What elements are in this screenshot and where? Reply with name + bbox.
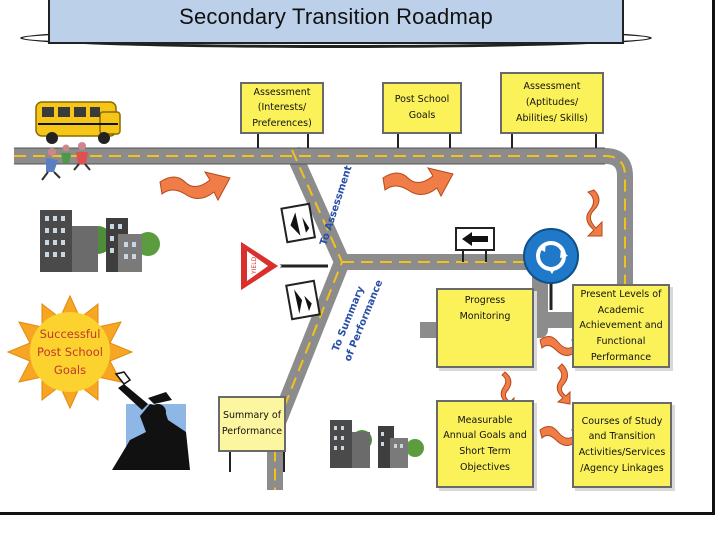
direction-sign-lower-icon bbox=[285, 279, 321, 321]
flow-arrow-1-icon bbox=[159, 171, 231, 202]
sign-line: Annual Goals and bbox=[443, 430, 527, 442]
sign-line: Present Levels of bbox=[580, 288, 662, 300]
buildings-bottom-icon bbox=[330, 420, 424, 468]
sign-progress-monitoring: Progress Monitoring bbox=[436, 288, 534, 368]
graduate-silhouette-icon bbox=[112, 371, 190, 470]
sun-icon bbox=[6, 294, 134, 410]
yield-sign-icon bbox=[239, 238, 328, 294]
roundabout-sign-icon bbox=[523, 228, 579, 310]
yield-label: YIELD bbox=[251, 256, 258, 275]
left-arrow-sign-icon bbox=[455, 227, 495, 262]
sign-line: Summary of bbox=[222, 410, 282, 422]
sign-line: Assessment bbox=[523, 81, 581, 93]
sign-present-levels: Present Levels of Academic Achievement a… bbox=[572, 284, 670, 368]
sign-assessment-interests: Assessment (Interests/ Preferences) bbox=[240, 82, 324, 134]
sign-line: Assessment bbox=[253, 86, 311, 98]
flow-arrow-7-icon bbox=[556, 363, 571, 405]
sign-line: Activities/Services bbox=[578, 447, 666, 458]
sign-line: Objectives bbox=[460, 461, 510, 473]
sign-line: Preferences) bbox=[252, 117, 312, 129]
sun-text-line-1: Successful bbox=[40, 327, 101, 341]
sign-line: Abilities/ Skills) bbox=[516, 112, 588, 124]
sign-line: Courses of Study bbox=[581, 415, 663, 427]
sign-line: (Aptitudes/ bbox=[525, 97, 579, 109]
sign-line: Post School bbox=[394, 94, 450, 106]
sign-line: Progress bbox=[464, 295, 506, 306]
sign-line: Short Term bbox=[459, 446, 511, 457]
sign-line: Performance bbox=[590, 351, 652, 363]
sign-summary-of-performance: Summary of Performance bbox=[218, 396, 286, 452]
sign-line: Goals bbox=[408, 110, 436, 121]
kids-running-icon bbox=[41, 142, 91, 181]
sign-line: Performance bbox=[221, 426, 283, 437]
sign-line: Achievement and bbox=[579, 320, 663, 332]
sign-line: Functional bbox=[596, 335, 646, 347]
sign-line: /Agency Linkages bbox=[580, 462, 664, 474]
sign-post-school-goals: Post School Goals bbox=[382, 82, 462, 134]
sign-line: Measurable bbox=[457, 414, 513, 426]
flow-arrow-2-icon bbox=[382, 167, 454, 198]
sign-line: (Interests/ bbox=[257, 102, 307, 114]
title-banner: Secondary Transition Roadmap bbox=[20, 0, 652, 48]
sun-text-line-3: Goals bbox=[54, 363, 86, 377]
direction-sign-upper-icon bbox=[280, 202, 317, 244]
sign-line: and Transition bbox=[588, 431, 656, 443]
school-bus-icon bbox=[35, 101, 121, 144]
page-title: Secondary Transition Roadmap bbox=[179, 4, 493, 29]
sign-courses-of-study: Courses of Study and Transition Activiti… bbox=[572, 402, 672, 488]
sign-assessment-aptitudes: Assessment (Aptitudes/ Abilities/ Skills… bbox=[500, 72, 604, 134]
buildings-left-icon bbox=[40, 210, 160, 272]
sign-measurable-goals: Measurable Annual Goals and Short Term O… bbox=[436, 400, 534, 488]
sun-text-line-2: Post School bbox=[37, 345, 103, 359]
flow-arrow-3-icon bbox=[586, 189, 603, 237]
sign-line: Academic bbox=[597, 304, 645, 316]
sign-line: Monitoring bbox=[459, 310, 511, 322]
